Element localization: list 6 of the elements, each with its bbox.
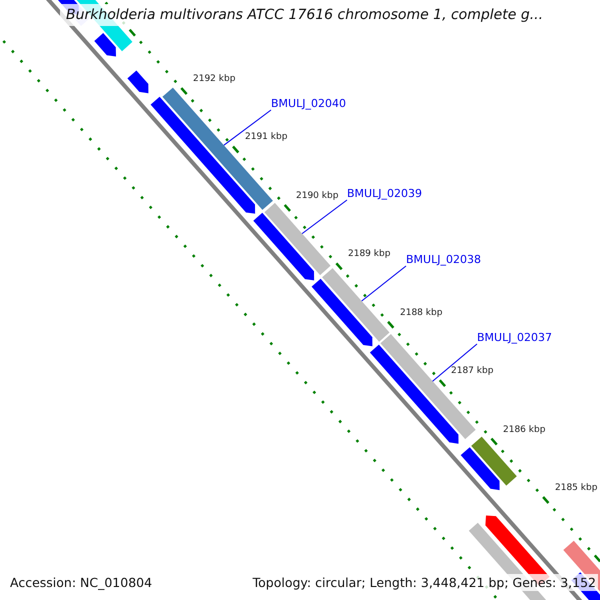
- summary-text: Topology: circular; Length: 3,448,421 bp; Genes: 3,152: [250, 574, 598, 591]
- scale-label: 2191 kbp: [245, 132, 288, 142]
- scale-label: 2188 kbp: [400, 308, 442, 318]
- scale-label: 2187 kbp: [451, 366, 494, 376]
- scale-label: 2189 kbp: [348, 249, 390, 259]
- scale-label: 2185 kbp: [555, 483, 598, 493]
